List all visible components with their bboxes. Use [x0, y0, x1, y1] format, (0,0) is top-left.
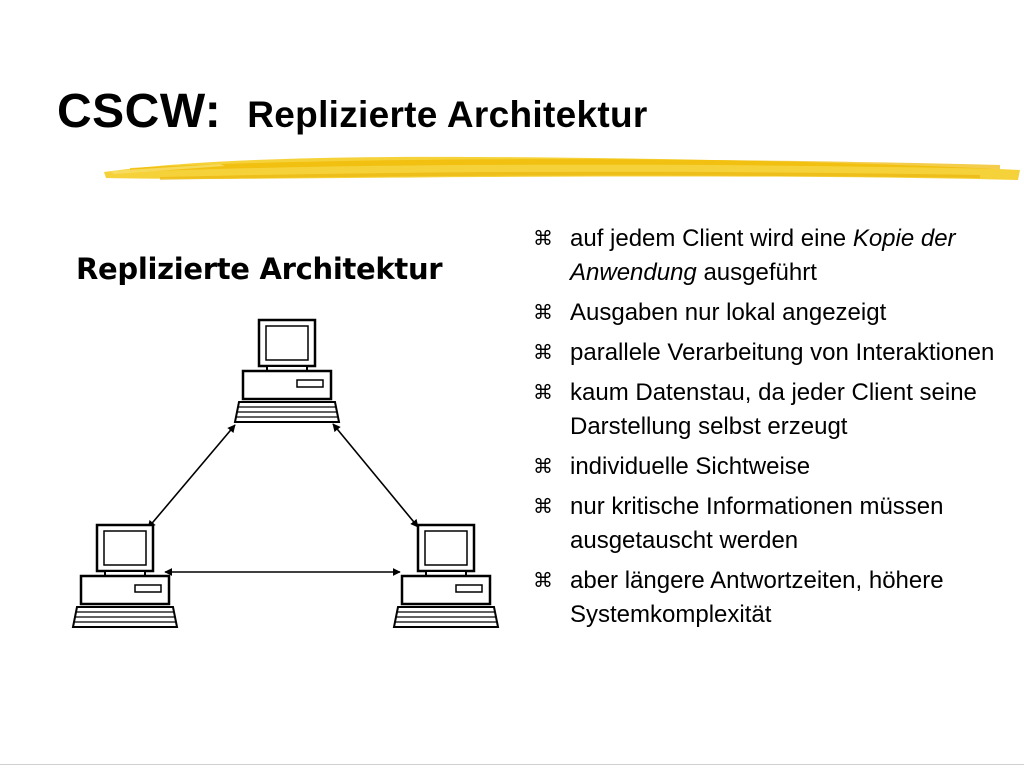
command-key-icon: ⌘: [533, 342, 553, 364]
bullet-text: kaum Datenstau, da jeder Client seine Da…: [570, 379, 977, 440]
client-top-computer-icon: [233, 318, 341, 424]
command-key-icon: ⌘: [533, 570, 553, 592]
bullet-emphasis: Kopie der Anwendung: [570, 225, 956, 286]
bullet-text: aber längere Antwortzeiten, höhere Syste…: [570, 567, 944, 628]
client-left-computer-icon: [71, 523, 179, 629]
architecture-diagram: [71, 318, 500, 629]
bullet-text-tail: ausgeführt: [696, 259, 817, 286]
client-right-computer-icon: [392, 523, 500, 629]
diagram-title: Replizierte Architektur: [76, 252, 443, 286]
command-key-icon: ⌘: [533, 382, 553, 404]
bullet-text: auf jedem Client wird eine: [570, 225, 853, 252]
bullet-item: ⌘ individuelle Sichtweise: [533, 450, 1003, 484]
bullet-list: ⌘ auf jedem Client wird eine Kopie der A…: [533, 222, 1003, 638]
bullet-item: ⌘ aber längere Antwortzeiten, höhere Sys…: [533, 564, 1003, 632]
command-key-icon: ⌘: [533, 228, 553, 250]
bullet-item: ⌘ kaum Datenstau, da jeder Client seine …: [533, 376, 1003, 444]
bullet-text: nur kritische Informationen müssen ausge…: [570, 493, 944, 554]
link-top-left: [147, 424, 236, 529]
bullet-item: ⌘ auf jedem Client wird eine Kopie der A…: [533, 222, 1003, 290]
title-sub: Replizierte Architektur: [247, 94, 648, 135]
bullet-text: individuelle Sichtweise: [570, 453, 811, 480]
bottom-divider: [0, 764, 1024, 765]
slide-title: CSCW: Replizierte Architektur: [57, 88, 648, 136]
bullet-text: parallele Verarbeitung von Interaktionen: [570, 339, 995, 366]
command-key-icon: ⌘: [533, 302, 553, 324]
highlighter-stroke: [104, 156, 1020, 180]
bullet-text: Ausgaben nur lokal angezeigt: [570, 299, 887, 326]
bullet-item: ⌘ parallele Verarbeitung von Interaktion…: [533, 336, 1003, 370]
command-key-icon: ⌘: [533, 456, 553, 478]
title-main: CSCW:: [57, 85, 222, 138]
bullet-item: ⌘ nur kritische Informationen müssen aus…: [533, 490, 1003, 558]
link-top-right: [332, 423, 419, 528]
command-key-icon: ⌘: [533, 496, 553, 518]
bullet-item: ⌘ Ausgaben nur lokal angezeigt: [533, 296, 1003, 330]
